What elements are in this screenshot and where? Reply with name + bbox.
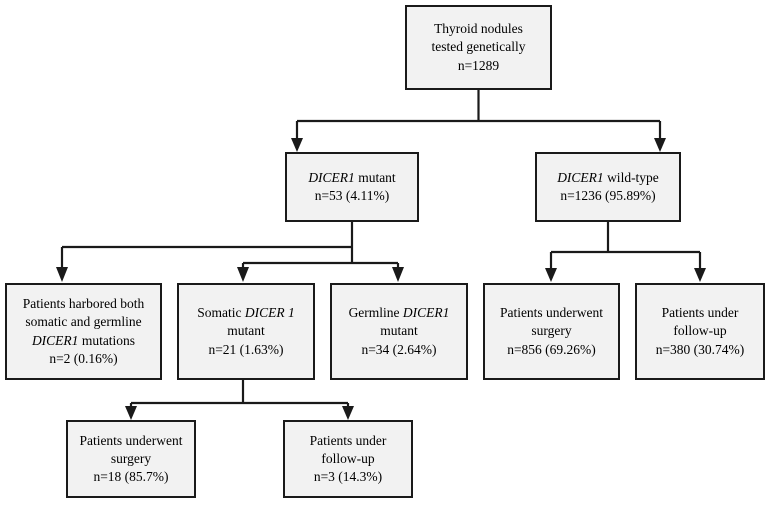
node-wt-surgery-line-1: surgery — [531, 323, 572, 339]
arrowhead-to-wt-surgery — [545, 268, 557, 282]
node-wt-followup-line-0: Patients under — [661, 305, 739, 321]
connector-mutant-bar-inner — [241, 261, 400, 268]
gene-name-italic: DICER1 — [402, 305, 450, 321]
node-somatic-surgery-line-1: surgery — [110, 450, 152, 466]
arrowhead-to-both-somatic-germline — [56, 267, 68, 282]
arrowhead-to-wt-followup — [694, 268, 706, 282]
node-root-line-0: Thyroid nodules — [434, 21, 523, 37]
node-root-line-2: n=1289 — [457, 57, 500, 73]
node-somatic-followup-line-2: n=3 (14.3%) — [313, 469, 383, 485]
node-somatic-surgery-line-0: Patients underwent — [79, 432, 183, 448]
gene-name-italic: DICER1 — [31, 332, 79, 348]
node-somatic-surgery[interactable]: Patients underwent surgery n=18 (85.7%) — [66, 420, 196, 498]
node-dicer1-mutant-line-0: DICER1 mutant — [308, 169, 395, 187]
arrowhead-to-somatic-followup — [342, 406, 354, 420]
node-somatic-followup-line-0: Patients under — [309, 432, 387, 448]
node-somatic-followup-line-1: follow-up — [321, 450, 375, 466]
arrowhead-to-somatic-surgery — [125, 406, 137, 420]
node-germline-mutant-line-1: mutant — [380, 323, 418, 339]
arrowhead-to-dicer1-mutant — [291, 138, 303, 152]
node-wt-followup-line-2: n=380 (30.74%) — [655, 341, 745, 357]
node-wt-surgery[interactable]: Patients underwent surgery n=856 (69.26%… — [483, 283, 620, 380]
connector-somatic-bar — [129, 401, 350, 408]
node-wt-surgery-line-2: n=856 (69.26%) — [507, 341, 596, 357]
gene-name-italic: DICER1 — [308, 169, 355, 185]
node-germline-mutant-line-2: n=34 (2.64%) — [361, 341, 437, 357]
node-both-line-0: Patients harbored both — [22, 296, 145, 312]
node-wt-followup-line-1: follow-up — [673, 323, 727, 339]
connector-root-to-level2 — [295, 90, 662, 139]
node-germline-mutant-line-0: Germline DICER1 — [349, 304, 450, 322]
node-germline-mutant-line-0-prefix: Germline — [348, 305, 403, 321]
node-somatic-followup[interactable]: Patients under follow-up n=3 (14.3%) — [283, 420, 413, 498]
node-both-somatic-germline[interactable]: Patients harbored both somatic and germl… — [5, 283, 162, 380]
node-somatic-mutant-line-1: mutant — [227, 323, 265, 339]
connector-wildtype-bar — [549, 250, 702, 270]
node-root-line-1: tested genetically — [431, 39, 526, 55]
node-dicer1-wildtype-line-0: DICER1 wild-type — [557, 169, 659, 187]
node-wt-surgery-line-0: Patients underwent — [499, 305, 604, 321]
node-somatic-surgery-line-2: n=18 (85.7%) — [93, 469, 169, 485]
gene-name-italic: DICER1 — [557, 169, 604, 185]
node-germline-mutant[interactable]: Germline DICER1 mutant n=34 (2.64%) — [330, 283, 468, 380]
connector-mutant-bar-outer — [60, 245, 352, 268]
arrowhead-to-somatic-mutant — [237, 267, 249, 282]
node-both-line-1: somatic and germline — [25, 314, 142, 330]
node-root[interactable]: Thyroid nodules tested genetically n=128… — [405, 5, 552, 90]
node-dicer1-mutant[interactable]: DICER1 mutant n=53 (4.11%) — [285, 152, 419, 222]
node-dicer1-wildtype-line-1: n=1236 (95.89%) — [560, 188, 656, 203]
node-somatic-mutant-line-2: n=21 (1.63%) — [208, 341, 284, 357]
arrowhead-to-dicer1-wildtype — [654, 138, 666, 152]
node-wt-followup[interactable]: Patients under follow-up n=380 (30.74%) — [635, 283, 765, 380]
node-both-line-2-suffix: mutations — [78, 332, 136, 348]
node-somatic-mutant-line-0-prefix: Somatic — [197, 305, 245, 321]
node-dicer1-wildtype-line-0-suffix: wild-type — [603, 169, 659, 185]
arrowhead-to-germline-mutant — [392, 267, 404, 282]
node-both-line-3: n=2 (0.16%) — [49, 350, 118, 366]
node-dicer1-mutant-line-1: n=53 (4.11%) — [314, 188, 390, 203]
node-somatic-mutant-line-0: Somatic DICER 1 — [197, 304, 295, 322]
gene-name-italic: DICER 1 — [244, 305, 295, 321]
node-dicer1-wildtype[interactable]: DICER1 wild-type n=1236 (95.89%) — [535, 152, 681, 222]
node-dicer1-mutant-line-0-suffix: mutant — [354, 169, 396, 185]
node-somatic-mutant[interactable]: Somatic DICER 1 mutant n=21 (1.63%) — [177, 283, 315, 380]
node-both-line-2: DICER1 mutations — [32, 332, 135, 350]
